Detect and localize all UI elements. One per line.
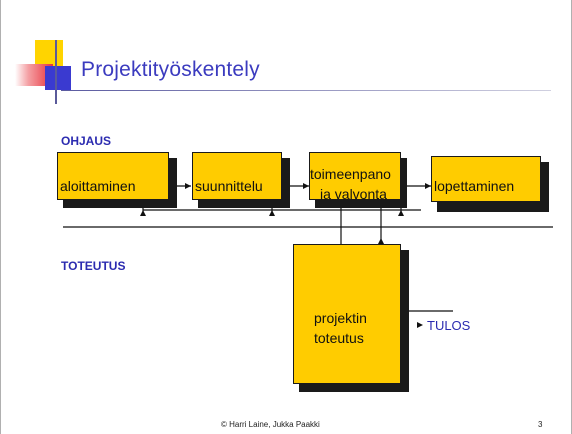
phase-box-toimeenpano: toimeenpano ja valvonta bbox=[309, 152, 401, 200]
arrowhead-back-1 bbox=[140, 210, 146, 216]
execution-label-line1: projektin bbox=[314, 310, 367, 326]
logo-red-bar bbox=[15, 64, 53, 86]
arrowhead-3-4 bbox=[425, 183, 431, 189]
arrowhead-2-3 bbox=[303, 183, 309, 189]
phase-label-4: lopettaminen bbox=[434, 178, 515, 194]
logo-vertical-line bbox=[55, 40, 57, 104]
phase-box-suunnittelu: suunnittelu bbox=[192, 152, 282, 200]
phase-box-lopettaminen: lopettaminen bbox=[431, 156, 541, 202]
arrowhead-1-2 bbox=[185, 183, 191, 189]
output-label: TULOS bbox=[427, 318, 471, 333]
phase-label-3-line2: ja valvonta bbox=[320, 186, 387, 200]
execution-box: projektin toteutus bbox=[293, 244, 401, 384]
phase-label-2: suunnittelu bbox=[195, 178, 263, 194]
title-underline bbox=[61, 90, 551, 91]
page-number: 3 bbox=[538, 420, 543, 429]
arrowhead-back-2 bbox=[269, 210, 275, 216]
arrowhead-output bbox=[417, 322, 423, 328]
phase-label-3-line1: toimeenpano bbox=[310, 166, 391, 182]
logo-blue-square bbox=[45, 66, 71, 90]
arrowhead-up bbox=[378, 238, 384, 244]
execution-label-line2: toteutus bbox=[314, 330, 364, 346]
footer-copyright: © Harri Laine, Jukka Paakki bbox=[221, 420, 320, 429]
section-label-control: OHJAUS bbox=[61, 134, 112, 148]
phase-label-1: aloittaminen bbox=[60, 178, 136, 194]
logo-decoration bbox=[15, 40, 85, 106]
slide-title: Projektityöskentely bbox=[81, 58, 260, 81]
section-label-execution: TOTEUTUS bbox=[61, 259, 126, 273]
phase-box-aloittaminen: aloittaminen bbox=[57, 152, 169, 200]
arrowhead-back-3 bbox=[398, 210, 404, 216]
